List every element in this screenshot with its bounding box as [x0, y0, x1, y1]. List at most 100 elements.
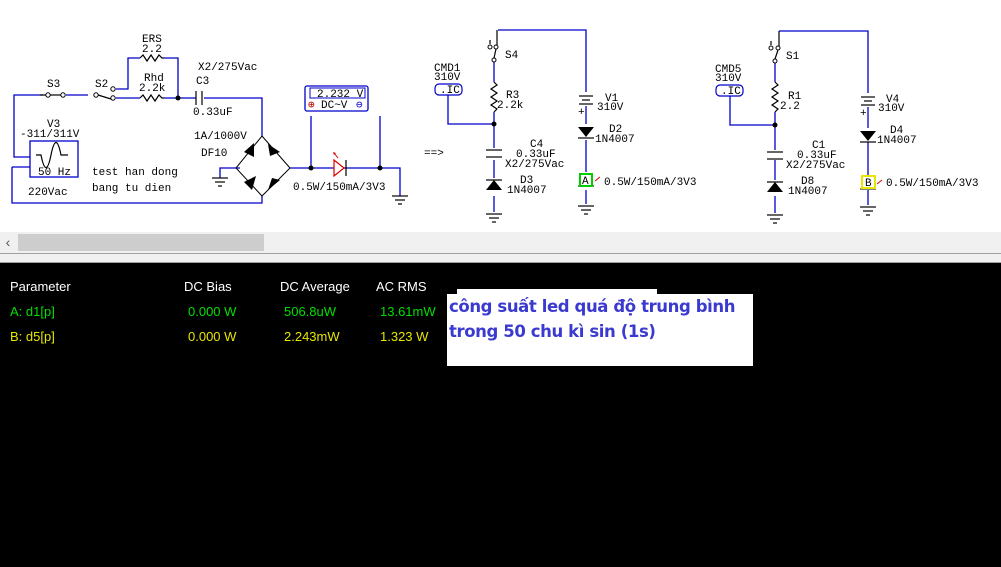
label-d8: D8	[801, 176, 814, 188]
row-b-dc-average: 2.243mW	[284, 329, 340, 344]
switch-s4[interactable]	[487, 30, 499, 63]
capacitor-c3[interactable]	[195, 91, 203, 105]
row-b-dc-bias: 0.000 W	[188, 329, 237, 344]
switch-s3[interactable]	[40, 92, 66, 98]
ic-button-cmd1[interactable]	[434, 83, 463, 96]
label-d4-part: 1N4007	[877, 135, 917, 147]
arrow-label: ==>	[424, 148, 444, 160]
label-c1: C1	[812, 140, 826, 152]
label-cmd1: CMD1	[434, 63, 461, 75]
label-bridge-rating: 1A/1000V	[194, 131, 247, 143]
label-c4-rating: X2/275Vac	[505, 159, 564, 171]
label-cmd1-value: 310V	[434, 72, 461, 84]
label-v4: V4	[886, 94, 900, 106]
row-a-dc-average: 506.8uW	[284, 304, 337, 319]
row-a-dc-bias: 0.000 W	[188, 304, 237, 319]
label-v3-rating: 220Vac	[28, 187, 68, 199]
meter-mode: DC~V	[321, 100, 348, 112]
ground-icon	[392, 195, 408, 205]
annotation-box: công suất led quá độ trung bình trong 50…	[447, 294, 753, 366]
label-d4: D4	[890, 125, 904, 137]
label-v1: V1	[605, 93, 619, 105]
label-d3-part: 1N4007	[507, 185, 547, 197]
plus-sign: +	[578, 107, 585, 119]
annotation-text: công suất led quá độ trung bình trong 50…	[449, 297, 736, 341]
label-led-b: 0.5W/150mA/3V3	[886, 178, 978, 190]
note-line-2: bang tu dien	[92, 183, 171, 195]
resistor-r1[interactable]	[770, 81, 780, 113]
led-main[interactable]	[333, 152, 347, 178]
label-ers-value: 2.2	[142, 44, 162, 56]
battery-v4[interactable]	[861, 96, 875, 106]
probe-b-label: B	[865, 178, 872, 190]
label-c1-value: 0.33uF	[797, 150, 837, 162]
diode-d3[interactable]	[486, 179, 502, 190]
meter-plus-icon: ⊕	[308, 100, 315, 112]
label-d8-part: 1N4007	[788, 186, 828, 198]
diode-d4[interactable]	[860, 131, 876, 143]
resistor-ers[interactable]	[139, 53, 164, 63]
label-cmd5-value: 310V	[715, 73, 742, 85]
label-rhd: Rhd	[144, 73, 164, 85]
horizontal-scrollbar[interactable]: ‹	[0, 232, 1001, 254]
row-a-ac-rms: 13.61mW	[380, 304, 436, 319]
diode-d2[interactable]	[578, 127, 594, 139]
label-bridge-part: DF10	[201, 148, 227, 160]
ground-icon	[578, 205, 594, 215]
scrollbar-thumb[interactable]	[18, 234, 264, 251]
label-s3: S3	[47, 79, 60, 91]
probe-a-label: A	[582, 176, 589, 188]
pane-splitter[interactable]	[0, 254, 1001, 263]
label-v4-value: 310V	[878, 103, 905, 115]
row-a-parameter: A: d1[p]	[10, 304, 55, 319]
label-cmd5: CMD5	[715, 64, 741, 76]
battery-v1[interactable]	[579, 95, 593, 105]
row-b-parameter: B: d5[p]	[10, 329, 55, 344]
header-dc-average: DC Average	[280, 279, 350, 294]
header-dc-bias: DC Bias	[184, 279, 232, 294]
capacitor-c1[interactable]	[767, 151, 783, 160]
label-s4: S4	[505, 50, 519, 62]
capacitor-c4[interactable]	[486, 149, 502, 158]
label-led-main: 0.5W/150mA/3V3	[293, 182, 385, 194]
plus-sign: +	[860, 108, 867, 120]
led-probe-b[interactable]: B	[860, 175, 883, 190]
resistor-rhd[interactable]	[139, 93, 164, 103]
meter-reading: 2.232 V	[317, 89, 364, 101]
label-c4: C4	[530, 139, 544, 151]
resistor-r3[interactable]	[489, 81, 499, 113]
label-r1: R1	[788, 91, 802, 103]
switch-s2[interactable]	[93, 86, 116, 101]
ic-button-cmd5[interactable]	[715, 84, 744, 97]
label-c3-rating: X2/275Vac	[198, 62, 257, 74]
label-led-a: 0.5W/150mA/3V3	[604, 177, 696, 189]
ground-icon	[767, 214, 783, 224]
label-d3: D3	[520, 175, 533, 187]
label-d2: D2	[609, 124, 622, 136]
label-v1-value: 310V	[597, 102, 624, 114]
ac-source-v3[interactable]	[29, 140, 79, 178]
diode-d8[interactable]	[767, 181, 783, 192]
annotation-strip	[457, 289, 657, 295]
label-d2-part: 1N4007	[595, 134, 635, 146]
scroll-left-arrow-icon[interactable]: ‹	[5, 234, 11, 250]
header-parameter: Parameter	[10, 279, 71, 294]
header-ac-rms: AC RMS	[376, 279, 427, 294]
test-circuit-a: A	[434, 29, 601, 223]
label-rhd-value: 2.2k	[139, 83, 166, 95]
label-r3-value: 2.2k	[497, 100, 524, 112]
bridge-rectifier-df10[interactable]	[235, 135, 291, 197]
dc-voltmeter[interactable]	[304, 85, 369, 112]
ac-test-circuit	[11, 53, 408, 205]
label-v3: V3	[47, 119, 60, 131]
switch-s1[interactable]	[768, 31, 781, 64]
test-circuit-b: B	[715, 30, 883, 224]
label-c3-value: 0.33uF	[193, 107, 233, 119]
schematic-canvas[interactable]: S3 S2 ERS 2.2 Rhd 2.2k X2/275Vac C3 0.33…	[0, 0, 1001, 232]
led-probe-a[interactable]: A	[578, 173, 601, 188]
ground-icon	[212, 177, 228, 187]
label-r1-value: 2.2	[780, 101, 800, 113]
label-c4-value: 0.33uF	[516, 149, 556, 161]
label-cmd1-ic: .IC	[440, 85, 460, 97]
label-v3-freq: 50 Hz	[38, 167, 71, 179]
